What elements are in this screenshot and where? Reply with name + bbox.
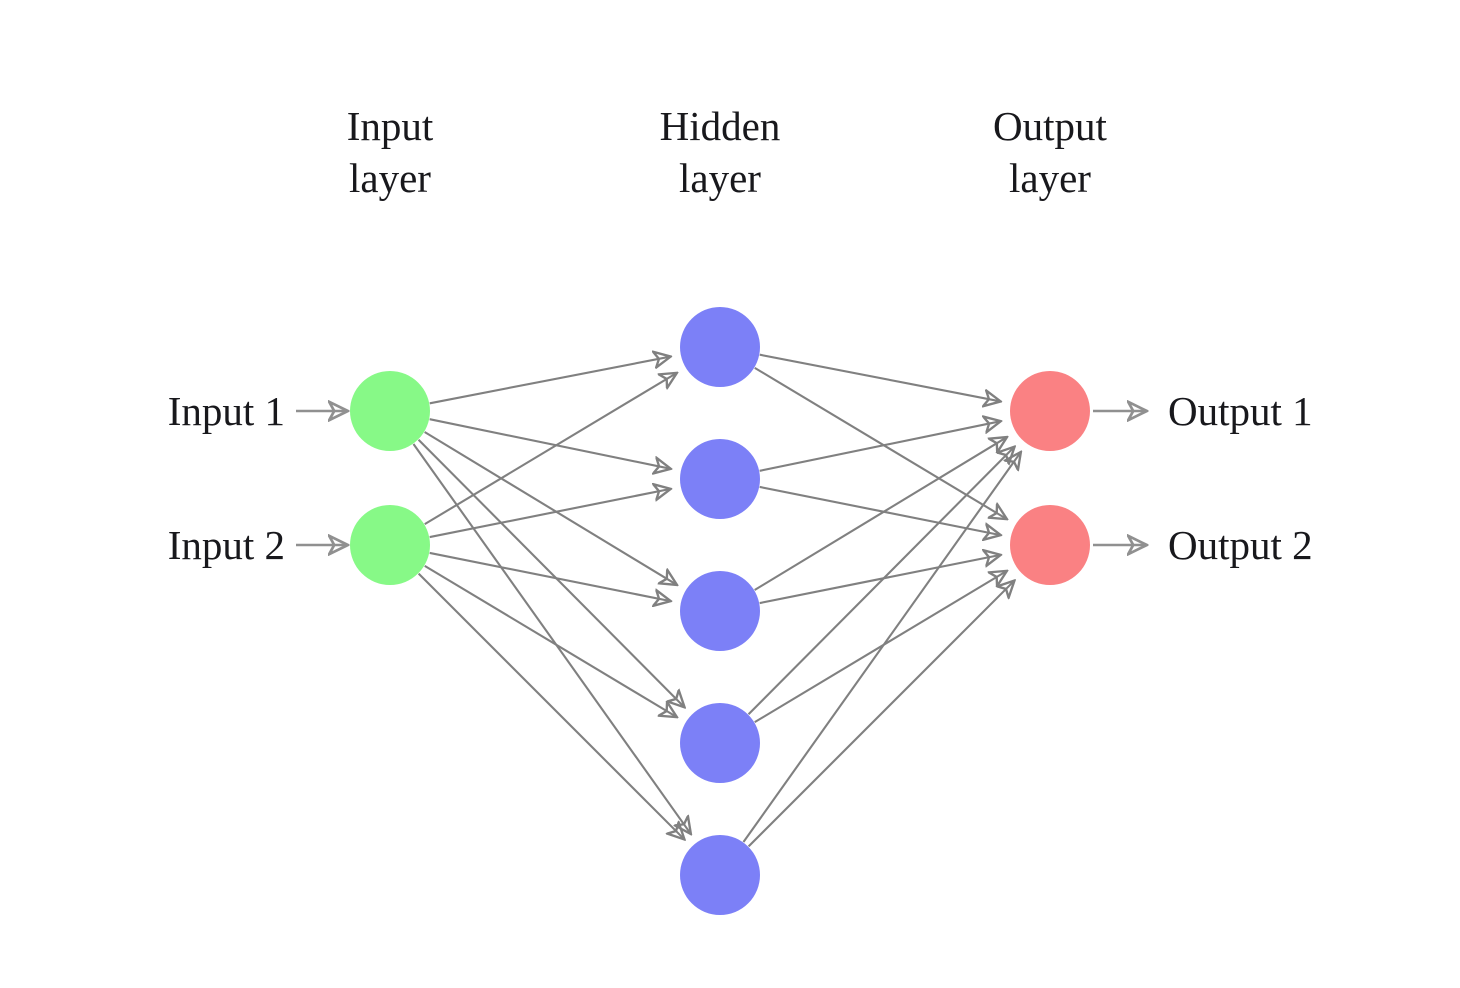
output-label-1: Output 1 xyxy=(1168,388,1313,434)
node-hidden-5[interactable] xyxy=(680,835,760,915)
edge-hidden4-to-output1 xyxy=(747,447,1015,716)
edges-input-to-hidden xyxy=(412,357,690,839)
caption-output-line1: Output xyxy=(993,103,1108,149)
layer-captions: Input layer Hidden layer Output layer xyxy=(347,103,1108,201)
caption-input-layer: Input layer xyxy=(347,103,434,201)
edge-hidden3-to-output1 xyxy=(754,437,1007,591)
edge-input1-to-hidden2 xyxy=(429,418,670,469)
edge-hidden4-to-output2 xyxy=(754,571,1007,724)
node-output-1[interactable] xyxy=(1010,371,1090,451)
caption-input-line2: layer xyxy=(349,155,431,201)
edge-hidden3-to-output2 xyxy=(759,555,1000,605)
edge-input1-to-hidden3 xyxy=(424,431,677,585)
node-hidden-1[interactable] xyxy=(680,307,760,387)
node-hidden-4[interactable] xyxy=(680,703,760,783)
network-nodes xyxy=(350,307,1090,915)
caption-hidden-line2: layer xyxy=(679,155,761,201)
io-text-labels: Input 1 Input 2 Output 1 Output 2 xyxy=(168,388,1313,568)
caption-input-line1: Input xyxy=(347,103,434,149)
edge-hidden2-to-output2 xyxy=(759,485,1000,535)
output-label-2: Output 2 xyxy=(1168,522,1313,568)
caption-output-line2: layer xyxy=(1009,155,1091,201)
edge-input1-to-hidden5 xyxy=(412,443,690,833)
caption-hidden-line1: Hidden xyxy=(660,103,781,149)
edge-input2-to-hidden4 xyxy=(424,564,677,717)
edge-input2-to-hidden5 xyxy=(417,572,684,839)
node-hidden-2[interactable] xyxy=(680,439,760,519)
edge-hidden1-to-output1 xyxy=(759,353,1000,402)
edge-input2-to-hidden2 xyxy=(429,489,670,539)
external-io-arrows xyxy=(296,411,1146,545)
edge-hidden5-to-output2 xyxy=(747,581,1014,848)
input-label-2: Input 2 xyxy=(168,522,285,568)
caption-output-layer: Output layer xyxy=(993,103,1108,201)
node-output-2[interactable] xyxy=(1010,505,1090,585)
edge-hidden1-to-output2 xyxy=(754,366,1007,519)
edge-input1-to-hidden4 xyxy=(417,438,685,707)
node-input-1[interactable] xyxy=(350,371,430,451)
node-input-2[interactable] xyxy=(350,505,430,585)
caption-hidden-layer: Hidden layer xyxy=(660,103,781,201)
edge-input2-to-hidden3 xyxy=(429,551,670,601)
edge-input1-to-hidden1 xyxy=(429,357,670,405)
edge-input2-to-hidden1 xyxy=(424,373,677,526)
edge-hidden5-to-output1 xyxy=(742,453,1020,843)
edges-hidden-to-output xyxy=(742,353,1020,848)
input-label-1: Input 1 xyxy=(168,388,285,434)
node-hidden-3[interactable] xyxy=(680,571,760,651)
edge-hidden2-to-output1 xyxy=(759,421,1000,472)
